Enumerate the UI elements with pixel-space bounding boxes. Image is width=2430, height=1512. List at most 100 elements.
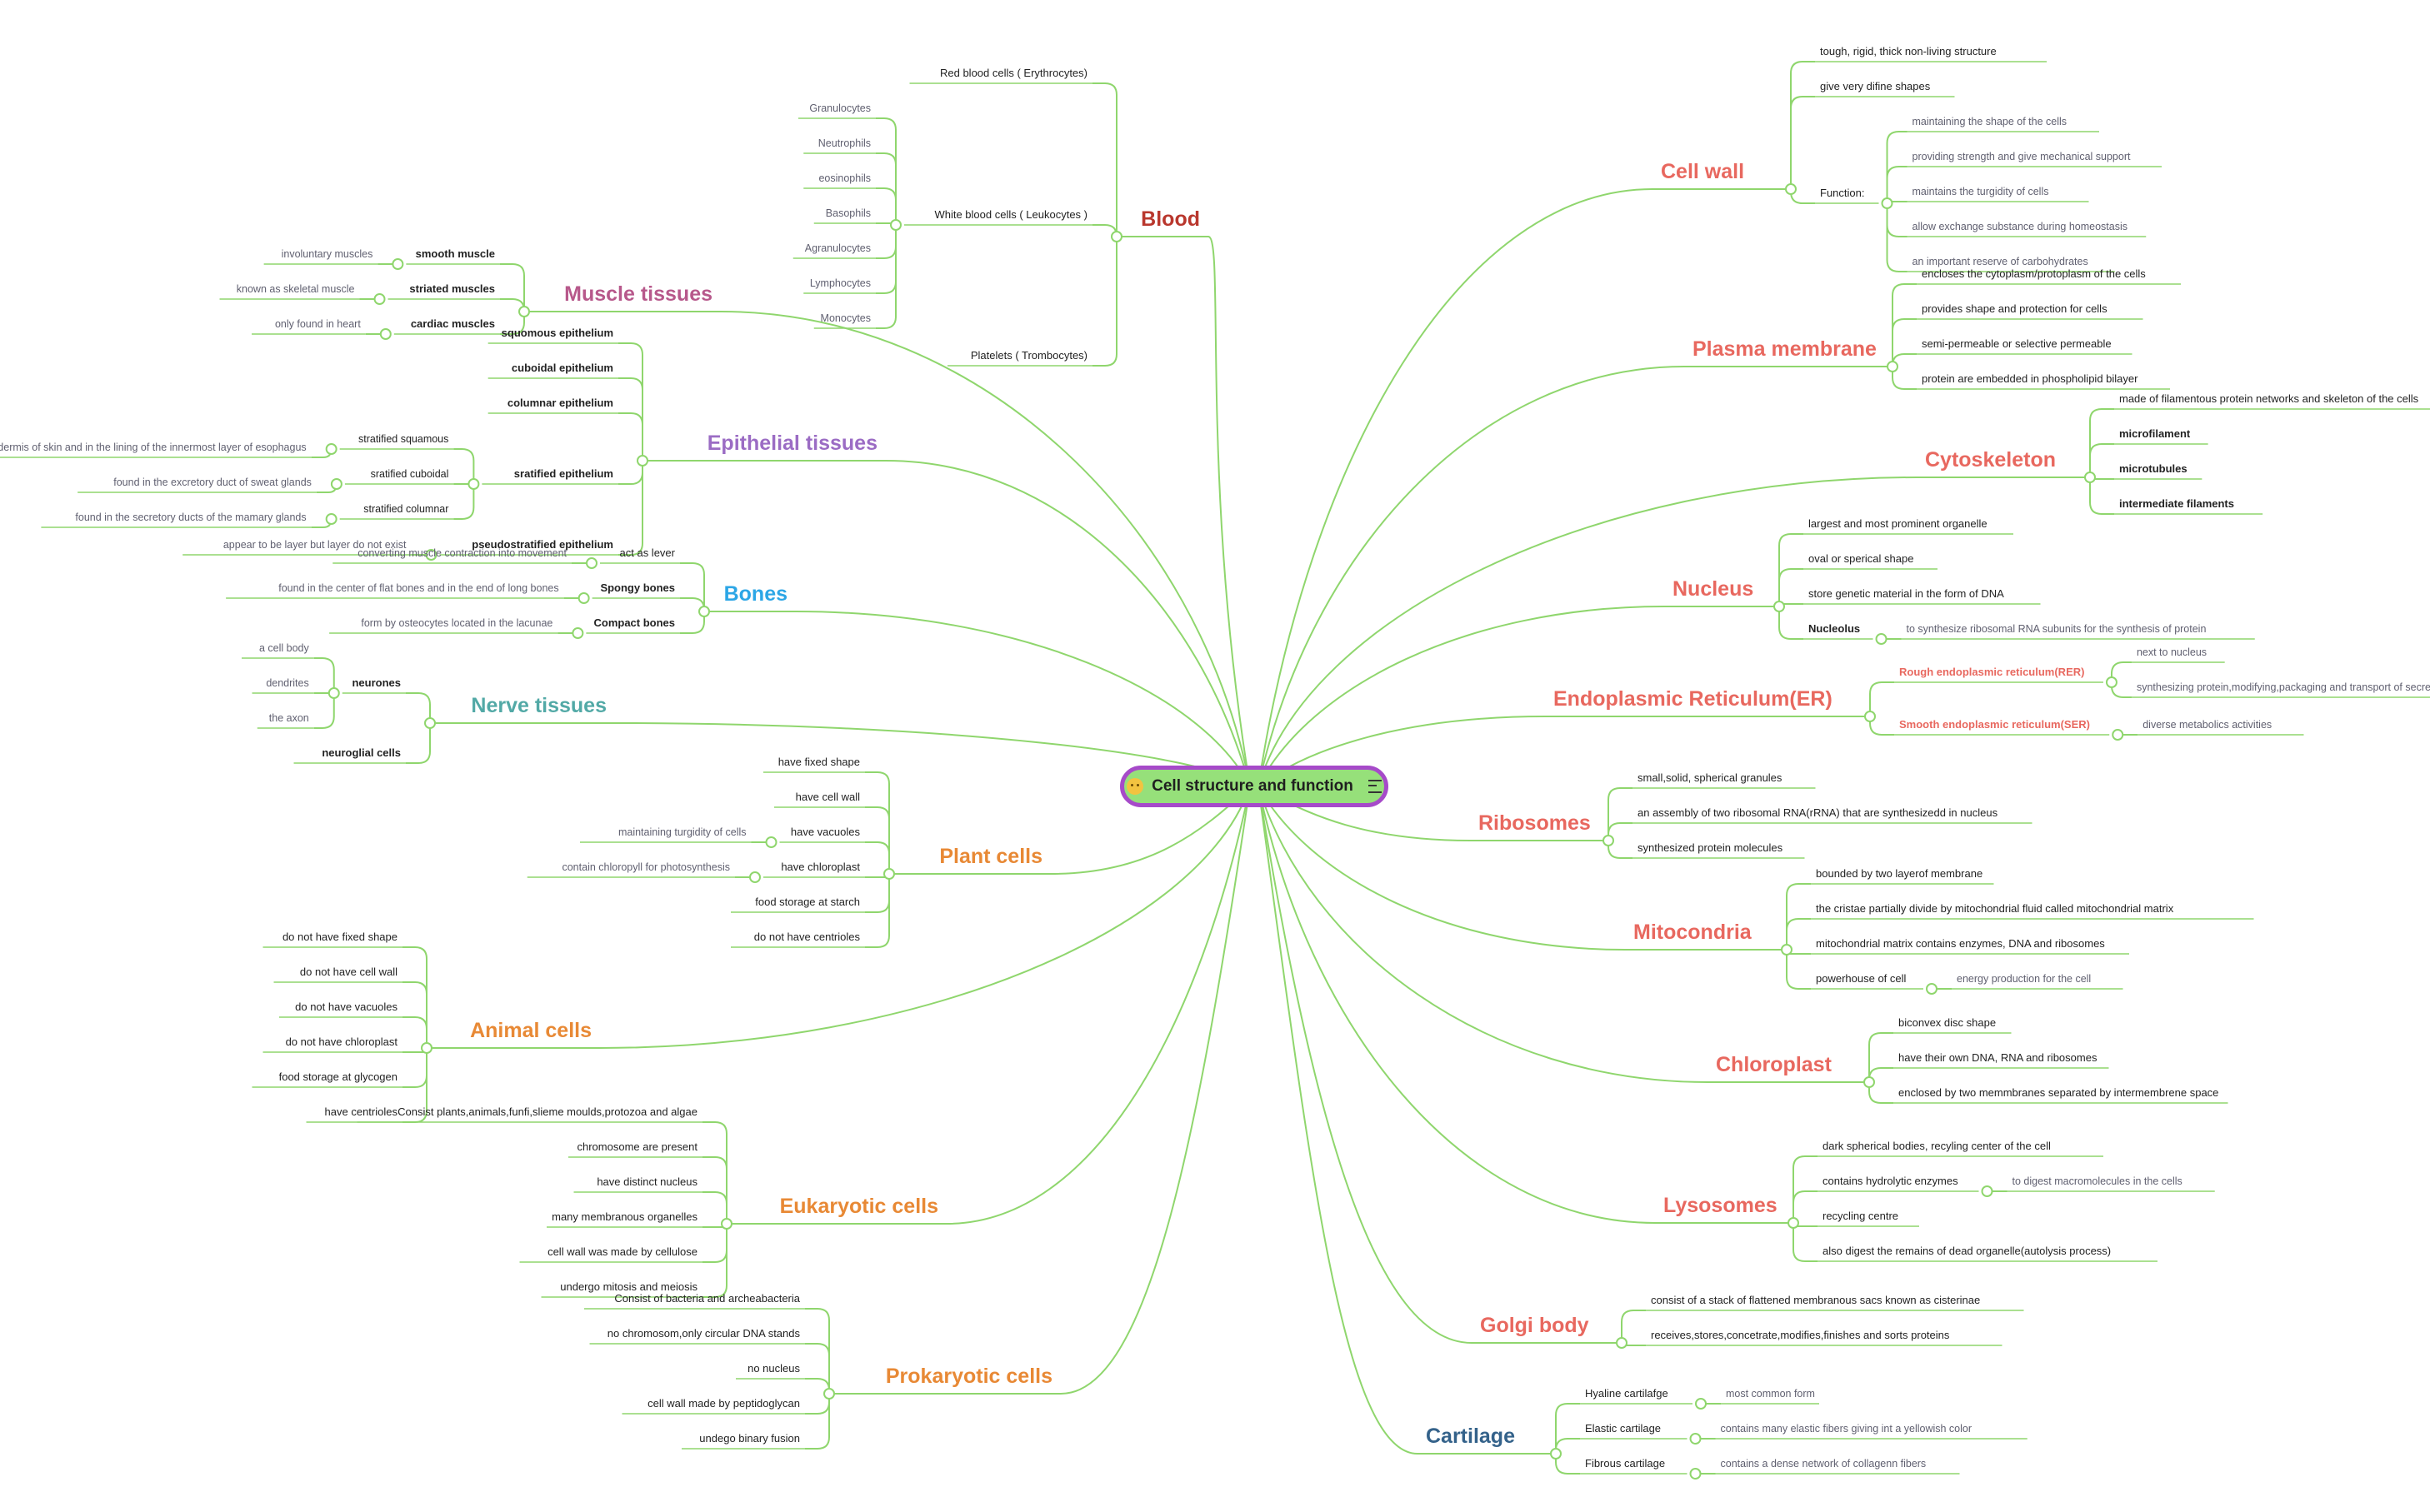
- node-microtubules[interactable]: microtubules: [2119, 462, 2188, 475]
- topic-toggle[interactable]: [721, 1218, 732, 1230]
- node-provides-shape-and-protection-for-cells[interactable]: provides shape and protection for cells: [1922, 302, 2108, 315]
- topic-toggle[interactable]: [1788, 1217, 1799, 1229]
- node-also-digest-the-remains-of-dead-organell[interactable]: also digest the remains of dead organell…: [1822, 1245, 2111, 1257]
- node-contains-hydrolytic-enzymes[interactable]: contains hydrolytic enzymes: [1822, 1175, 1958, 1187]
- topic-toggle[interactable]: [637, 455, 648, 467]
- node-have-chloroplast[interactable]: have chloroplast: [781, 861, 860, 873]
- node-to-synthesize-ribosomal-rna-subunits-for[interactable]: to synthesize ribosomal RNA subunits for…: [1907, 623, 2207, 635]
- node-agranulocytes[interactable]: Agranulocytes: [805, 242, 871, 254]
- node-toggle[interactable]: [325, 443, 338, 455]
- node-toggle[interactable]: [468, 478, 480, 490]
- node-toggle[interactable]: [1695, 1398, 1707, 1410]
- topic-toggle[interactable]: [1602, 835, 1614, 846]
- node-found-in-the-secretory-ducts-of-the-mama[interactable]: found in the secretory ducts of the mama…: [75, 511, 306, 523]
- node-toggle[interactable]: [1689, 1468, 1702, 1480]
- node-toggle[interactable]: [749, 871, 761, 883]
- node-stratified-columnar[interactable]: stratified columnar: [363, 503, 448, 515]
- node-columnar-epithelium[interactable]: columnar epithelium: [508, 397, 613, 409]
- node-found-in-the-excretory-duct-of-sweat-gla[interactable]: found in the excretory duct of sweat gla…: [113, 477, 312, 488]
- topic-toggle[interactable]: [823, 1388, 835, 1400]
- node-hyaline-cartilafge[interactable]: Hyaline cartilafge: [1585, 1387, 1668, 1400]
- node-cell-wall-was-made-by-cellulose[interactable]: cell wall was made by cellulose: [548, 1245, 698, 1258]
- node-store-genetic-material-in-the-form-of-dn[interactable]: store genetic material in the form of DN…: [1808, 587, 2004, 600]
- topic-toggle[interactable]: [421, 1042, 432, 1054]
- node-fibrous-cartilage[interactable]: Fibrous cartilage: [1585, 1457, 1665, 1470]
- node-toggle[interactable]: [425, 549, 438, 561]
- node-toggle[interactable]: [765, 836, 778, 848]
- node-biconvex-disc-shape[interactable]: biconvex disc shape: [1898, 1016, 1996, 1029]
- node-made-of-filamentous-protein-networks-and[interactable]: made of filamentous protein networks and…: [2119, 392, 2419, 405]
- topic-epithelial-tissues[interactable]: Epithelial tissues: [708, 432, 878, 455]
- node-toggle[interactable]: [890, 219, 902, 231]
- node-tough-rigid-thick-non-living-structure[interactable]: tough, rigid, thick non-living structure: [1820, 45, 1997, 57]
- topic-cartilage[interactable]: Cartilage: [1426, 1425, 1515, 1448]
- topic-plasma-membrane[interactable]: Plasma membrane: [1692, 337, 1877, 361]
- node-cardiac-muscles[interactable]: cardiac muscles: [411, 317, 495, 330]
- node-converting-muscle-contraction-into-movem[interactable]: converting muscle contraction into movem…: [358, 547, 567, 559]
- node-smooth-muscle[interactable]: smooth muscle: [416, 247, 495, 260]
- node-white-blood-cells-leukocytes[interactable]: White blood cells ( Leukocytes ): [934, 208, 1088, 221]
- node-smooth-endoplasmic-reticulum-ser[interactable]: Smooth endoplasmic reticulum(SER): [1899, 718, 2090, 731]
- node-mitochondrial-matrix-contains-enzymes-dn[interactable]: mitochondrial matrix contains enzymes, D…: [1816, 937, 2105, 950]
- node-toggle[interactable]: [1689, 1433, 1702, 1445]
- topic-prokaryotic-cells[interactable]: Prokaryotic cells: [886, 1365, 1052, 1388]
- node-toggle[interactable]: [1981, 1185, 1993, 1197]
- topic-muscle-tissues[interactable]: Muscle tissues: [564, 282, 712, 306]
- node-toggle[interactable]: [578, 592, 590, 604]
- node-do-not-have-chloroplast[interactable]: do not have chloroplast: [286, 1035, 398, 1048]
- node-have-centrioles[interactable]: have centrioles: [325, 1105, 398, 1118]
- node-food-storage-at-glycogen[interactable]: food storage at glycogen: [279, 1070, 398, 1083]
- node-no-chromosom-only-circular-dna-stands[interactable]: no chromosom,only circular DNA stands: [608, 1327, 801, 1340]
- node-dark-spherical-bodies-recyling-center-of[interactable]: dark spherical bodies, recyling center o…: [1822, 1140, 2051, 1152]
- topic-blood[interactable]: Blood: [1141, 207, 1200, 231]
- node-stratified-squamous[interactable]: stratified squamous: [358, 433, 448, 445]
- node-energy-production-for-the-cell[interactable]: energy production for the cell: [1957, 973, 2091, 985]
- node-small-solid-spherical-granules[interactable]: small,solid, spherical granules: [1638, 771, 1782, 784]
- node-neurones[interactable]: neurones: [352, 676, 401, 689]
- node-neuroglial-cells[interactable]: neuroglial cells: [322, 746, 401, 759]
- node-function[interactable]: Function:: [1820, 187, 1864, 199]
- node-red-blood-cells-erythrocytes[interactable]: Red blood cells ( Erythrocytes): [940, 67, 1088, 79]
- topic-nucleus[interactable]: Nucleus: [1672, 577, 1753, 601]
- node-platelets-trombocytes[interactable]: Platelets ( Trombocytes): [971, 349, 1088, 362]
- node-synthesized-protein-molecules[interactable]: synthesized protein molecules: [1638, 841, 1783, 854]
- node-compact-bones[interactable]: Compact bones: [593, 616, 675, 629]
- node-rough-endoplasmic-reticulum-rer[interactable]: Rough endoplasmic reticulum(RER): [1899, 666, 2084, 678]
- central-topic[interactable]: Cell structure and function: [1120, 766, 1388, 807]
- node-spongy-bones[interactable]: Spongy bones: [600, 581, 675, 594]
- notes-icon[interactable]: [1368, 780, 1382, 793]
- node-involuntary-muscles[interactable]: involuntary muscles: [282, 248, 373, 260]
- node-found-in-epidermis-of-skin-and-in-the-li[interactable]: found in epidermis of skin and in the li…: [0, 442, 307, 453]
- topic-plant-cells[interactable]: Plant cells: [939, 845, 1042, 868]
- node-appear-to-be-layer-but-layer-do-not-exis[interactable]: appear to be layer but layer do not exis…: [223, 539, 407, 551]
- node-consist-of-bacteria-and-archeabacteria[interactable]: Consist of bacteria and archeabacteria: [614, 1292, 800, 1305]
- node-powerhouse-of-cell[interactable]: powerhouse of cell: [1816, 972, 1907, 985]
- topic-toggle[interactable]: [1550, 1448, 1562, 1460]
- node-eosinophils[interactable]: eosinophils: [818, 172, 871, 184]
- node-toggle[interactable]: [1875, 633, 1888, 645]
- node-contains-many-elastic-fibers-giving-int-[interactable]: contains many elastic fibers giving int …: [1721, 1423, 1972, 1435]
- node-nucleolus[interactable]: Nucleolus: [1808, 622, 1860, 635]
- node-intermediate-filaments[interactable]: intermediate filaments: [2119, 497, 2234, 510]
- node-have-their-own-dna-rna-and-ribosomes[interactable]: have their own DNA, RNA and ribosomes: [1898, 1051, 2098, 1064]
- node-pseudostratified-epithelium[interactable]: pseudostratified epithelium: [472, 538, 613, 551]
- topic-cell-wall[interactable]: Cell wall: [1661, 160, 1744, 183]
- node-oval-or-sperical-shape[interactable]: oval or sperical shape: [1808, 552, 1913, 565]
- node-toggle[interactable]: [586, 557, 598, 569]
- node-do-not-have-centrioles[interactable]: do not have centrioles: [754, 931, 861, 943]
- topic-toggle[interactable]: [1864, 711, 1876, 722]
- node-do-not-have-cell-wall[interactable]: do not have cell wall: [300, 966, 398, 978]
- node-found-in-the-center-of-flat-bones-and-in[interactable]: found in the center of flat bones and in…: [278, 582, 558, 594]
- node-do-not-have-fixed-shape[interactable]: do not have fixed shape: [282, 931, 398, 943]
- node-an-assembly-of-two-ribosomal-rna-rrna-th[interactable]: an assembly of two ribosomal RNA(rRNA) t…: [1638, 806, 1998, 819]
- node-protein-are-embedded-in-phospholipid-bil[interactable]: protein are embedded in phospholipid bil…: [1922, 372, 2138, 385]
- node-sratified-epithelium[interactable]: sratified epithelium: [514, 467, 613, 480]
- node-encloses-the-cytoplasm-protoplasm-of-the[interactable]: encloses the cytoplasm/protoplasm of the…: [1922, 267, 2146, 280]
- node-diverse-metabolics-activities[interactable]: diverse metabolics activities: [2142, 719, 2272, 731]
- node-toggle[interactable]: [2112, 729, 2124, 741]
- topic-toggle[interactable]: [1111, 231, 1122, 242]
- node-many-membranous-organelles[interactable]: many membranous organelles: [552, 1210, 698, 1223]
- topic-toggle[interactable]: [1785, 183, 1797, 195]
- node-toggle[interactable]: [325, 513, 338, 525]
- topic-eukaryotic-cells[interactable]: Eukaryotic cells: [780, 1195, 938, 1218]
